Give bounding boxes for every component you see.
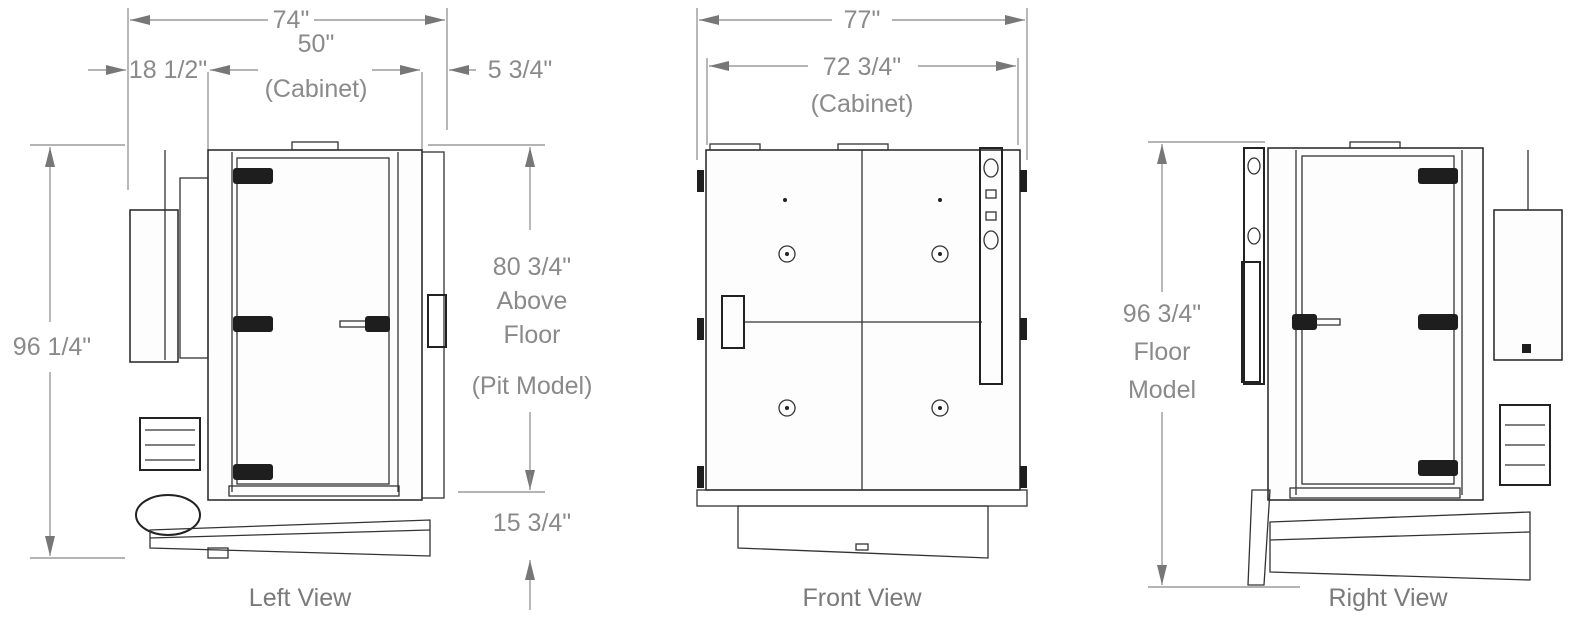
knob: [931, 399, 949, 417]
motor: [139, 417, 201, 471]
front-cabinet: [705, 149, 1021, 491]
front-pan: [737, 505, 989, 559]
overall-width-label: 74": [273, 6, 310, 34]
pump: [135, 494, 201, 536]
side-tab: [697, 318, 704, 340]
front-view-caption: Front View: [802, 584, 922, 612]
switch-strip: [1241, 261, 1261, 383]
hinge: [1418, 460, 1458, 476]
side-tab: [1020, 318, 1027, 340]
door-latch: [1292, 314, 1317, 330]
front-base: [696, 489, 1028, 507]
top-vent: [291, 141, 339, 151]
bottom-trim: [1289, 487, 1461, 499]
base-rail: [1269, 531, 1531, 541]
right-view: 96 3/4" Floor Model Right View: [1123, 141, 1563, 612]
gauge: [983, 230, 999, 250]
front-overall-width-label: 77": [844, 6, 881, 34]
above-floor-text: Floor: [504, 321, 561, 349]
hinge: [233, 316, 273, 332]
gauge: [1247, 157, 1261, 175]
floor-model-text: Model: [1128, 376, 1196, 404]
motor: [1499, 404, 1551, 486]
hinge: [233, 168, 273, 184]
control-box: [427, 294, 447, 348]
left-view: 74" 18 1/2" 50" (Cabinet) 5 3/4" 96 1/4"…: [13, 6, 593, 612]
switch: [985, 211, 997, 221]
marker-dot: [938, 198, 942, 202]
knob-center: [938, 406, 942, 410]
gauge: [983, 158, 999, 178]
base-frame: [149, 519, 431, 557]
side-column: [421, 151, 445, 499]
knob-center: [785, 406, 789, 410]
top-trim: [709, 143, 761, 151]
tank: [129, 209, 179, 363]
tank: [1493, 209, 1563, 361]
side-tab: [1020, 466, 1027, 488]
side-tab: [697, 466, 704, 488]
leg: [1247, 489, 1271, 586]
foot: [207, 547, 229, 559]
hinge: [1418, 314, 1458, 330]
drain: [855, 543, 869, 551]
base-frame: [1269, 511, 1531, 581]
latch-box: [721, 295, 745, 349]
top-trim: [1349, 141, 1401, 149]
base-rail: [149, 529, 431, 539]
hinge: [233, 464, 273, 480]
pit-model-text: (Pit Model): [472, 372, 593, 400]
switch: [985, 189, 997, 199]
above-floor-text: Above: [497, 287, 568, 315]
front-view: 77" 72 3/4" (Cabinet): [696, 6, 1028, 612]
top-trim: [837, 143, 889, 151]
left-offset-label: 18 1/2": [129, 56, 207, 84]
gauge: [1247, 227, 1261, 245]
overall-height-label: 96 1/4": [13, 333, 91, 361]
door-latch: [365, 316, 390, 332]
marker-dot: [783, 198, 787, 202]
front-cabinet-label: (Cabinet): [811, 90, 914, 118]
knob-center: [938, 252, 942, 256]
tank-housing: [179, 177, 209, 359]
floor-model-height-label: 96 3/4": [1123, 300, 1201, 328]
hinge: [1418, 168, 1458, 184]
pit-depth-label: 15 3/4": [493, 509, 571, 537]
tank-label: [1522, 344, 1531, 353]
front-cabinet-width-label: 72 3/4": [823, 53, 901, 81]
knob: [931, 245, 949, 263]
above-floor-value: 80 3/4": [493, 253, 571, 281]
cabinet-label: (Cabinet): [265, 75, 368, 103]
knob: [778, 399, 796, 417]
right-offset-label: 5 3/4": [488, 56, 552, 84]
cabinet-width-label: 50": [298, 30, 335, 58]
control-column: [979, 147, 1003, 385]
side-tab: [697, 170, 704, 192]
knob-center: [785, 252, 789, 256]
floor-model-text: Floor: [1134, 338, 1191, 366]
left-view-caption: Left View: [249, 584, 352, 612]
bottom-trim: [228, 485, 400, 497]
right-view-caption: Right View: [1328, 584, 1448, 612]
control-column: [1243, 147, 1265, 385]
side-tab: [1020, 170, 1027, 192]
knob: [778, 245, 796, 263]
